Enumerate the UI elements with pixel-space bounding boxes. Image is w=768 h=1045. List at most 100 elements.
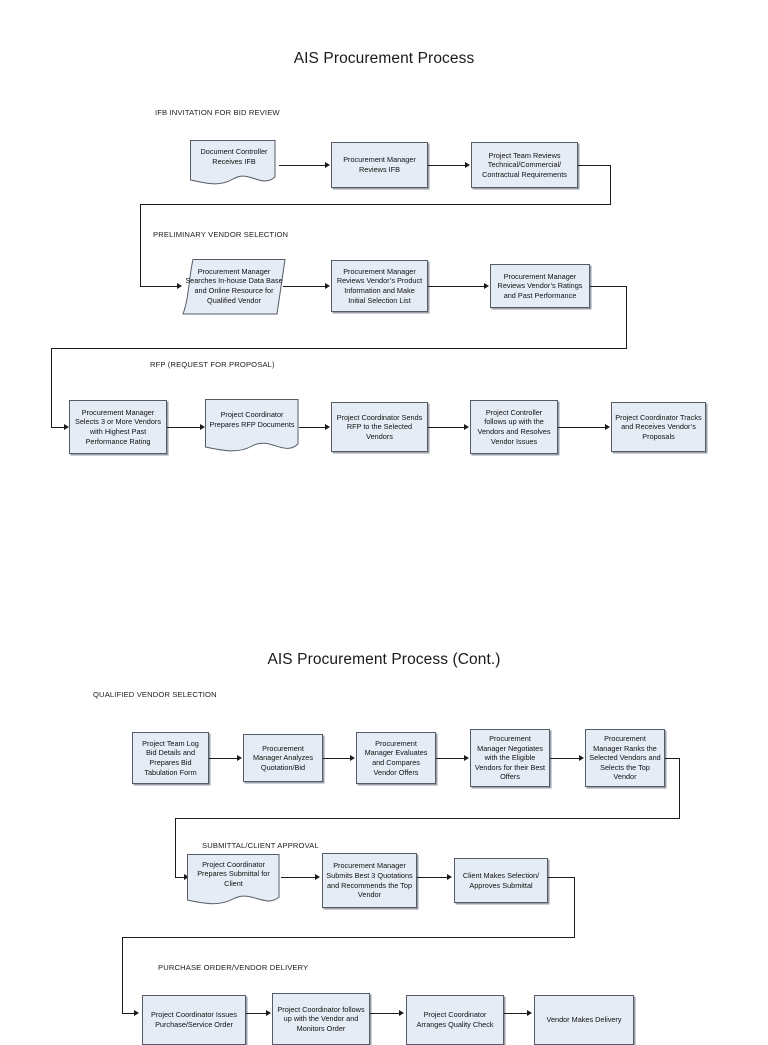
node-vendor-makes-delivery[interactable]: Vendor Makes Delivery xyxy=(534,995,634,1045)
arrow-head xyxy=(464,423,469,430)
arrow-head xyxy=(605,423,610,430)
node-pm-reviews-vendor-ratings[interactable]: Procurement Manager Reviews Vendor’s Rat… xyxy=(490,264,590,308)
node-project-team-reviews-requirements[interactable]: Project Team Reviews Technical/Commercia… xyxy=(471,142,578,188)
node-pc-prepares-rfp-documents[interactable]: Project Coordinator Prepares RFP Documen… xyxy=(204,398,300,456)
connector-p1n2-p1n3 xyxy=(428,165,466,166)
connector-p2n7-p2n8 xyxy=(417,877,448,878)
node-pc-arranges-quality-check[interactable]: Project Coordinator Arranges Quality Che… xyxy=(406,995,504,1045)
node-label: Vendor Makes Delivery xyxy=(546,1015,622,1025)
node-pm-reviews-ifb[interactable]: Procurement Manager Reviews IFB xyxy=(331,142,428,188)
connector-p1n9-p1n10 xyxy=(428,427,465,428)
node-document-controller-receives-ifb[interactable]: Document Controller Receives IFB xyxy=(189,139,279,187)
node-pm-negotiates[interactable]: Procurement Manager Negotiates with the … xyxy=(470,729,550,787)
connector-p1n6-exit xyxy=(590,286,627,287)
connector-p2n4-p2n5 xyxy=(550,758,580,759)
arrow-head xyxy=(464,754,469,761)
connector-p2n8-exit xyxy=(548,877,575,878)
node-pc-sends-rfp[interactable]: Project Coordinator Sends RFP to the Sel… xyxy=(331,402,428,452)
connector-left-2 xyxy=(51,348,627,349)
connector-p2n9-p2n10 xyxy=(246,1013,267,1014)
connector-p1n3-exit xyxy=(578,165,611,166)
connector-p2n5-exit xyxy=(665,758,680,759)
arrow-head xyxy=(465,161,470,168)
node-label: Project Team Reviews Technical/Commercia… xyxy=(482,150,567,179)
arrow-head xyxy=(484,282,489,289)
node-client-makes-selection[interactable]: Client Makes Selection/ Approves Submitt… xyxy=(454,858,548,903)
connector-p1n1-p1n2 xyxy=(279,165,326,166)
node-label: Procurement Manager Analyzes Quotation/B… xyxy=(252,743,314,772)
connector-p2n1-p2n2 xyxy=(209,758,238,759)
node-pm-ranks-selects-top-vendor[interactable]: Procurement Manager Ranks the Selected V… xyxy=(585,729,665,787)
connector-p2n2-p2n3 xyxy=(323,758,351,759)
node-pm-analyzes-quotation[interactable]: Procurement Manager Analyzes Quotation/B… xyxy=(243,734,323,782)
arrow-head xyxy=(315,873,320,880)
node-pm-reviews-vendor-product-info[interactable]: Procurement Manager Reviews Vendor’s Pro… xyxy=(331,260,428,312)
arrow-head xyxy=(266,1009,271,1016)
connector-p1n7-p1n8 xyxy=(167,427,202,428)
connector-into-p1n7 xyxy=(51,427,67,428)
connector-down-1 xyxy=(610,165,611,205)
connector-into-p1n4 xyxy=(140,286,178,287)
node-pc-prepares-submittal[interactable]: Project Coordinator Prepares Submittal f… xyxy=(186,853,281,908)
page-title-1: AIS Procurement Process xyxy=(293,50,475,67)
connector-left-4 xyxy=(122,937,575,938)
connector-p1n10-p1n11 xyxy=(558,427,606,428)
node-pc-issues-purchase-order[interactable]: Project Coordinator Issues Purchase/Serv… xyxy=(142,995,246,1045)
connector-down-4 xyxy=(51,348,52,427)
connector-p1n5-p1n6 xyxy=(428,286,485,287)
arrow-head xyxy=(237,754,242,761)
connector-left-3 xyxy=(175,818,680,819)
node-pc-follows-up-monitors-order[interactable]: Project Coordinator follows up with the … xyxy=(272,993,370,1045)
arrow-head xyxy=(177,282,182,289)
node-pm-searches-database[interactable]: Procurement Manager Searches In-house Da… xyxy=(181,258,287,315)
node-project-controller-follows-up[interactable]: Project Controller follows up with the V… xyxy=(470,400,558,454)
section-label-purchase-order: PURCHASE ORDER/VENDOR DELIVERY xyxy=(158,963,309,972)
arrow-head xyxy=(184,873,189,880)
section-label-ifb: IFB INVITATION FOR BID REVIEW xyxy=(155,108,280,117)
node-pm-evaluates-compares[interactable]: Procurement Manager Evaluates and Compar… xyxy=(356,732,436,784)
node-label: Procurement Manager Reviews IFB xyxy=(343,155,416,174)
connector-down-8 xyxy=(122,937,123,1013)
section-label-rfp: RFP (REQUEST FOR PROPOSAL) xyxy=(150,360,275,369)
connector-down-3 xyxy=(626,286,627,348)
node-label: Project Coordinator Prepares Submittal f… xyxy=(197,859,270,888)
node-label: Procurement Manager Reviews Vendor’s Rat… xyxy=(497,271,583,300)
connector-p1n4-p1n5 xyxy=(283,286,326,287)
node-label: Project Coordinator Issues Purchase/Serv… xyxy=(151,1010,237,1029)
node-label: Project Controller follows up with the V… xyxy=(477,407,551,446)
connector-left-1 xyxy=(140,204,611,205)
node-label: Client Makes Selection/ Approves Submitt… xyxy=(462,870,540,890)
connector-p2n6-p2n7 xyxy=(281,877,316,878)
section-label-preliminary: PRELIMINARY VENDOR SELECTION xyxy=(153,230,289,239)
section-label-qualified: QUALIFIED VENDOR SELECTION xyxy=(93,690,217,699)
node-label: Procurement Manager Negotiates with the … xyxy=(474,733,546,782)
node-label: Project Coordinator Arranges Quality Che… xyxy=(416,1010,494,1029)
arrow-head xyxy=(325,161,330,168)
node-label: Procurement Manager Reviews Vendor’s Pro… xyxy=(336,266,423,305)
node-label: Procurement Manager Submits Best 3 Quota… xyxy=(326,861,413,900)
node-label: Project Team Log Bid Details and Prepare… xyxy=(142,738,199,777)
node-pc-tracks-receives-proposals[interactable]: Project Coordinator Tracks and Receives … xyxy=(611,402,706,452)
node-label: Procurement Manager Evaluates and Compar… xyxy=(364,738,428,777)
connector-p2n11-p2n12 xyxy=(504,1013,528,1014)
node-label: Project Coordinator Sends RFP to the Sel… xyxy=(336,412,423,441)
node-label: Project Coordinator follows up with the … xyxy=(277,1004,365,1033)
node-label: Project Coordinator Prepares RFP Documen… xyxy=(209,410,295,429)
flowchart-canvas: AIS Procurement Process IFB INVITATION F… xyxy=(51,50,706,1045)
arrow-head xyxy=(447,873,452,880)
arrow-head xyxy=(325,423,330,430)
arrow-head xyxy=(399,1009,404,1016)
connector-down-7 xyxy=(574,877,575,937)
connector-down-6 xyxy=(175,818,176,877)
node-pm-selects-vendors[interactable]: Procurement Manager Selects 3 or More Ve… xyxy=(69,400,167,454)
node-label: Procurement Manager Searches In-house Da… xyxy=(185,266,283,305)
connector-into-p2n9 xyxy=(122,1013,136,1014)
arrow-head xyxy=(579,754,584,761)
arrow-head xyxy=(64,423,69,430)
connector-down-5 xyxy=(679,758,680,818)
node-project-team-log-bid[interactable]: Project Team Log Bid Details and Prepare… xyxy=(132,732,209,784)
node-pm-submits-best-3[interactable]: Procurement Manager Submits Best 3 Quota… xyxy=(322,853,417,908)
connector-down-2 xyxy=(140,204,141,286)
node-label: Document Controller Receives IFB xyxy=(200,146,268,166)
arrow-head xyxy=(200,423,205,430)
